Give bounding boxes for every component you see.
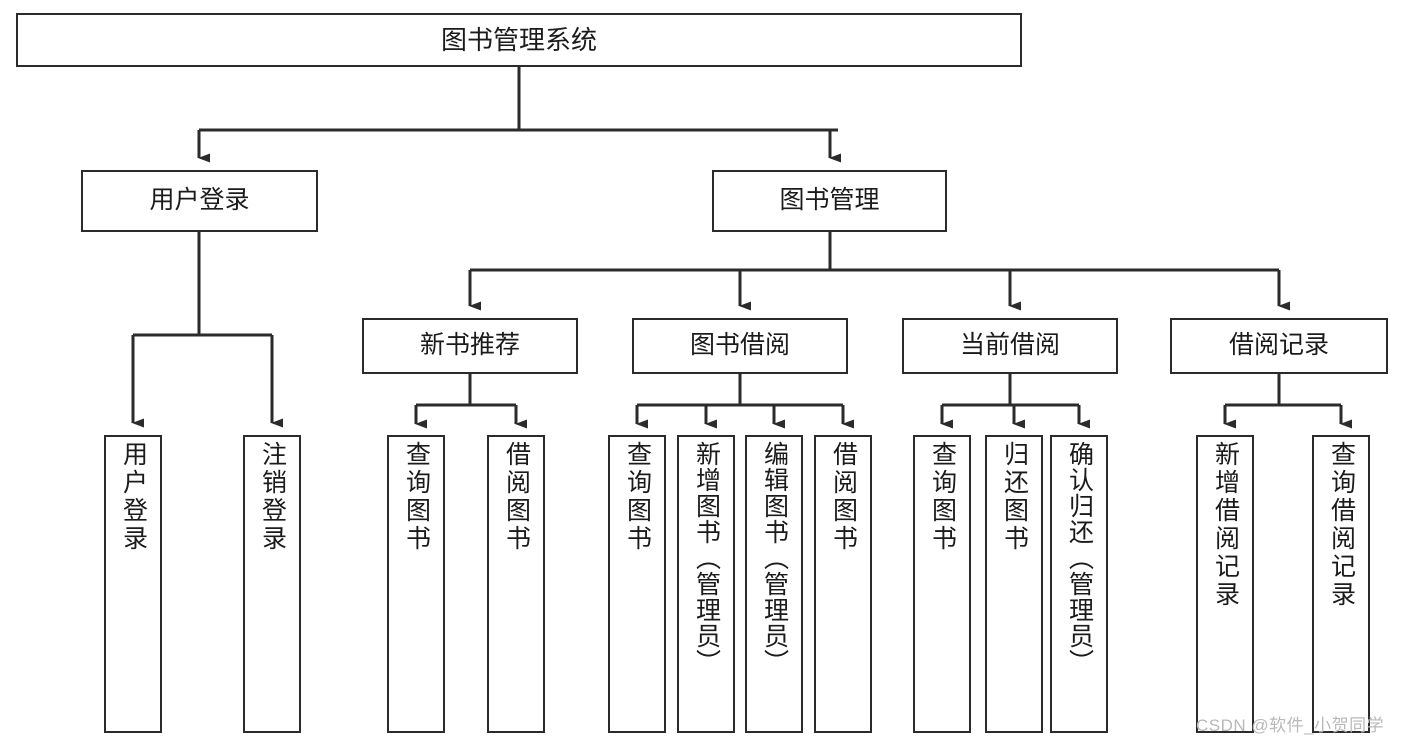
- node-book-borrow[interactable]: 图书借阅: [632, 318, 848, 374]
- node-leaf-query-book-borrow[interactable]: 查询图书: [608, 435, 666, 733]
- node-leaf-edit-book-label: 编辑图书（管理员）: [760, 441, 789, 675]
- node-book-manage[interactable]: 图书管理: [712, 170, 947, 232]
- node-leaf-query-book-rec[interactable]: 查询图书: [387, 435, 445, 733]
- node-leaf-logout[interactable]: 注销登录: [243, 435, 301, 733]
- csdn-watermark: CSDN @软件_小贺同学: [1196, 716, 1385, 735]
- node-leaf-add-book-label: 新增图书（管理员）: [692, 441, 721, 675]
- node-borrow-record[interactable]: 借阅记录: [1170, 318, 1388, 374]
- node-leaf-return-book-label: 归还图书: [1000, 441, 1029, 553]
- node-new-book-recommend-label: 新书推荐: [419, 331, 520, 360]
- tree-edges: [131, 67, 1352, 429]
- node-leaf-logout-label: 注销登录: [258, 441, 287, 553]
- node-leaf-query-book-cur[interactable]: 查询图书: [913, 435, 971, 733]
- node-leaf-query-record[interactable]: 查询借阅记录: [1312, 435, 1370, 733]
- node-leaf-query-book-borrow-label: 查询图书: [623, 441, 652, 553]
- node-leaf-borrow-book[interactable]: 借阅图书: [814, 435, 872, 733]
- node-book-borrow-label: 图书借阅: [689, 331, 790, 360]
- node-leaf-return-book[interactable]: 归还图书: [985, 435, 1043, 733]
- node-current-borrow-label: 当前借阅: [959, 331, 1060, 360]
- node-leaf-add-book[interactable]: 新增图书（管理员）: [677, 435, 735, 733]
- node-leaf-add-record-label: 新增借阅记录: [1211, 441, 1240, 609]
- node-leaf-borrow-book-rec-label: 借阅图书: [502, 441, 531, 553]
- node-leaf-query-record-label: 查询借阅记录: [1327, 441, 1356, 609]
- node-leaf-add-record[interactable]: 新增借阅记录: [1196, 435, 1254, 733]
- node-leaf-confirm-return[interactable]: 确认归还（管理员）: [1050, 435, 1108, 733]
- node-new-book-recommend[interactable]: 新书推荐: [362, 318, 578, 374]
- node-root-label: 图书管理系统: [440, 24, 597, 55]
- node-leaf-edit-book[interactable]: 编辑图书（管理员）: [745, 435, 803, 733]
- node-leaf-query-book-cur-label: 查询图书: [928, 441, 957, 553]
- node-user-login-label: 用户登录: [149, 186, 250, 215]
- node-root[interactable]: 图书管理系统: [16, 13, 1022, 67]
- node-leaf-borrow-book-rec[interactable]: 借阅图书: [487, 435, 545, 733]
- node-leaf-borrow-book-label: 借阅图书: [829, 441, 858, 553]
- node-leaf-query-book-rec-label: 查询图书: [402, 441, 431, 553]
- node-user-login[interactable]: 用户登录: [81, 170, 318, 232]
- node-leaf-user-login-label: 用户登录: [119, 441, 148, 553]
- node-leaf-confirm-return-label: 确认归还（管理员）: [1065, 441, 1094, 675]
- node-current-borrow[interactable]: 当前借阅: [902, 318, 1118, 374]
- node-borrow-record-label: 借阅记录: [1228, 331, 1329, 360]
- node-leaf-user-login[interactable]: 用户登录: [104, 435, 162, 733]
- node-book-manage-label: 图书管理: [779, 186, 880, 215]
